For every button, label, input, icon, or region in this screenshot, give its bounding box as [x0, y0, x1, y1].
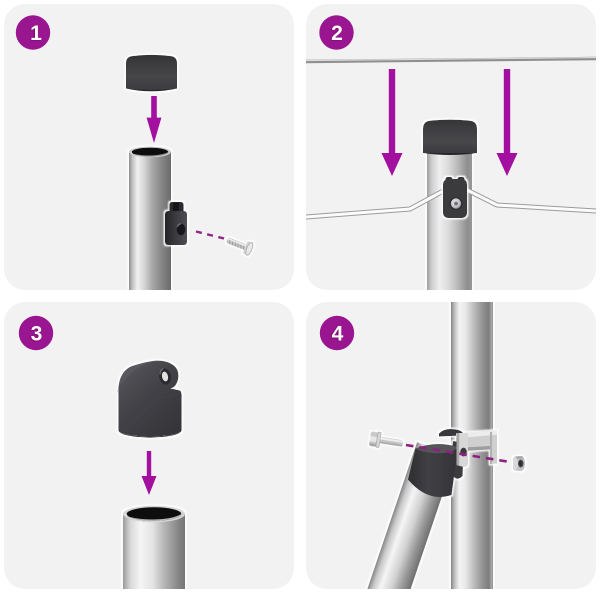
- svg-text:2: 2: [331, 22, 343, 45]
- svg-text:3: 3: [30, 323, 42, 346]
- svg-text:4: 4: [332, 322, 344, 345]
- svg-text:3: 3: [31, 322, 43, 345]
- svg-text:1: 1: [30, 22, 42, 45]
- svg-text:4: 4: [331, 323, 343, 346]
- svg-text:2: 2: [330, 22, 342, 45]
- svg-text:1: 1: [29, 22, 41, 45]
